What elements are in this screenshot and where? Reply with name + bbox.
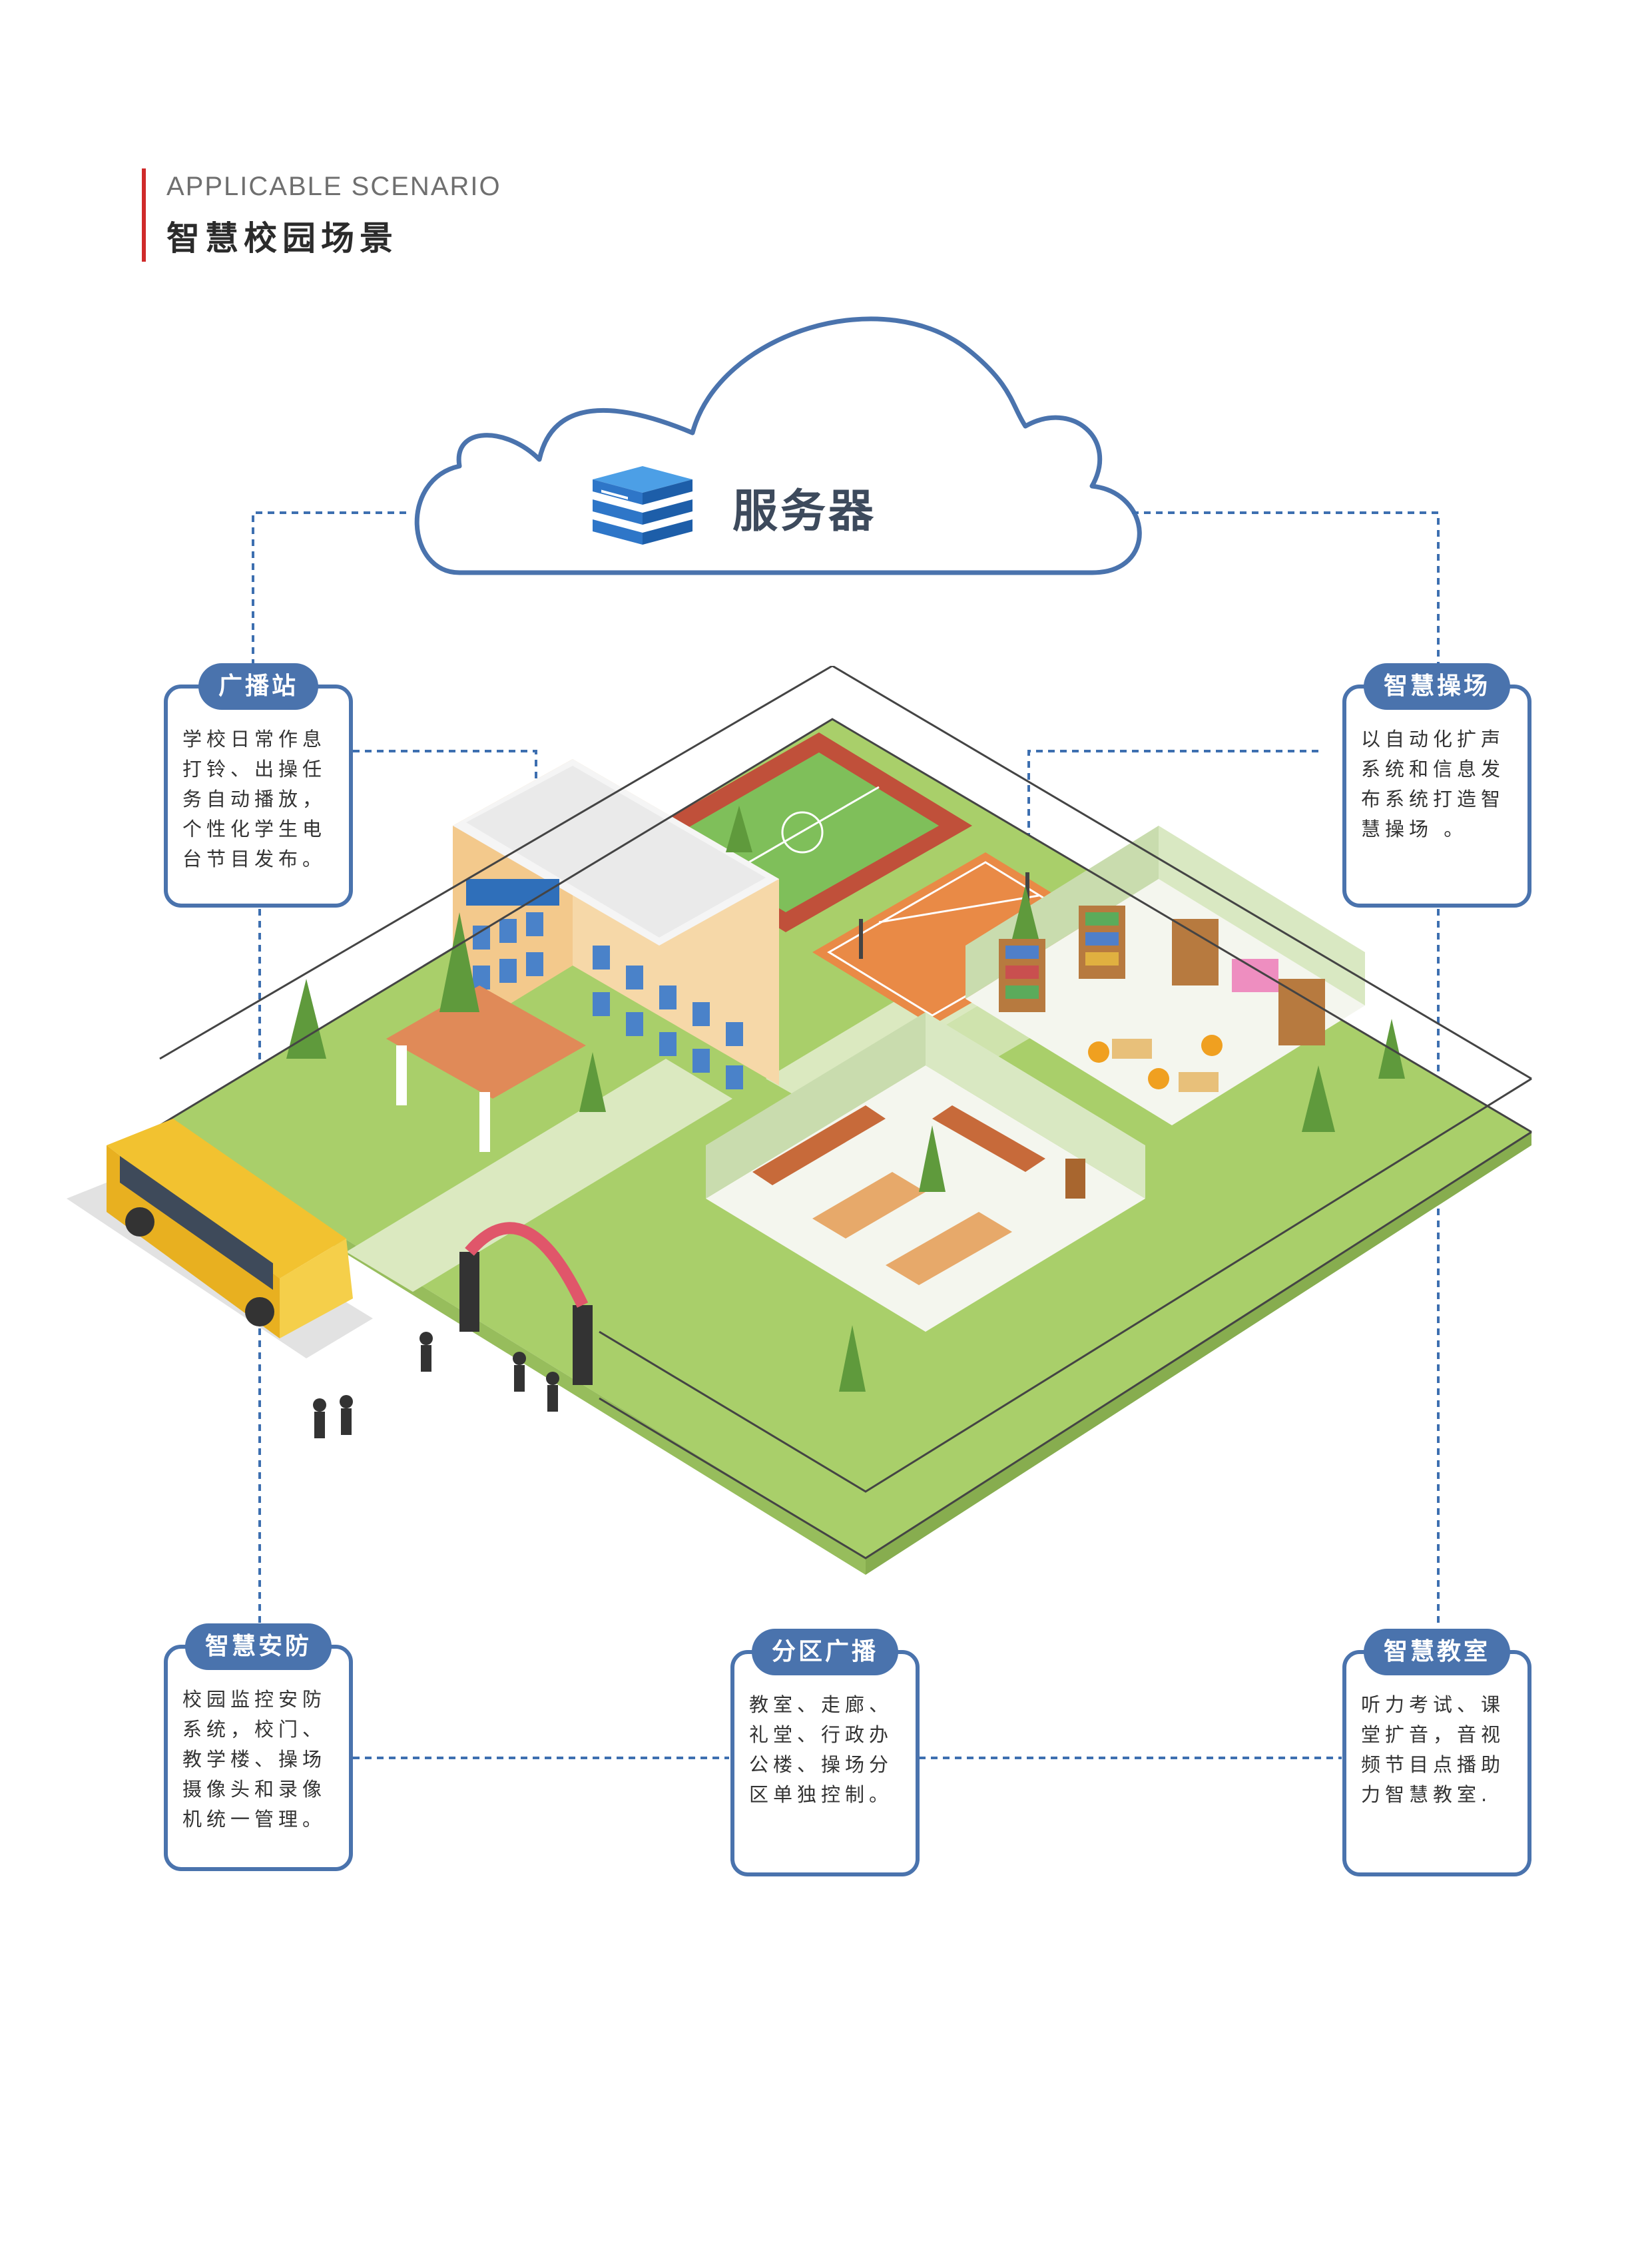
campus-illustration	[67, 666, 1532, 1575]
card-description: 以自动化扩声系统和信息发布系统打造智慧操场 。	[1361, 728, 1506, 840]
card-smart-classroom: 智慧教室 听力考试、课堂扩音，音视频节目点播助力智慧教室.	[1342, 1629, 1531, 1876]
school-building	[386, 759, 779, 1152]
library-room	[965, 826, 1365, 1125]
server-label: 服务器	[732, 485, 877, 538]
card-description: 听力考试、课堂扩音，音视频节目点播助力智慧教室.	[1361, 1693, 1506, 1806]
server-icon	[593, 466, 692, 545]
cafeteria-room	[706, 1012, 1145, 1332]
section-title-cn: 智慧校园场景	[166, 219, 398, 258]
card-title: 智慧教室	[1363, 1629, 1511, 1675]
card-title: 广播站	[198, 663, 319, 710]
title-accent-bar	[142, 168, 146, 262]
school-bus	[67, 1119, 373, 1358]
card-broadcast-station: 广播站 学校日常作息打铃、出操任务自动播放，个性化学生电台节目发布。	[164, 663, 353, 908]
card-title: 智慧操场	[1363, 663, 1511, 710]
card-smart-security: 智慧安防 校园监控安防系统，校门、教学楼、操场摄像头和录像机统一管理。	[164, 1623, 353, 1871]
card-smart-playground: 智慧操场 以自动化扩声系统和信息发布系统打造智慧操场 。	[1342, 663, 1531, 908]
school-gate	[459, 1222, 593, 1385]
card-zone-broadcast: 分区广播 教室、走廊、礼堂、行政办公楼、操场分区单独控制。	[730, 1629, 920, 1876]
card-description: 学校日常作息打铃、出操任务自动播放，个性化学生电台节目发布。	[182, 728, 327, 870]
card-description: 教室、走廊、礼堂、行政办公楼、操场分区单独控制。	[749, 1693, 894, 1806]
card-description: 校园监控安防系统，校门、教学楼、操场摄像头和录像机统一管理。	[182, 1688, 327, 1830]
campus-fence	[159, 666, 1532, 1559]
people	[313, 1332, 559, 1438]
card-title: 智慧安防	[184, 1623, 332, 1670]
section-title-en: APPLICABLE SCENARIO	[166, 172, 501, 201]
card-title: 分区广播	[751, 1629, 899, 1675]
